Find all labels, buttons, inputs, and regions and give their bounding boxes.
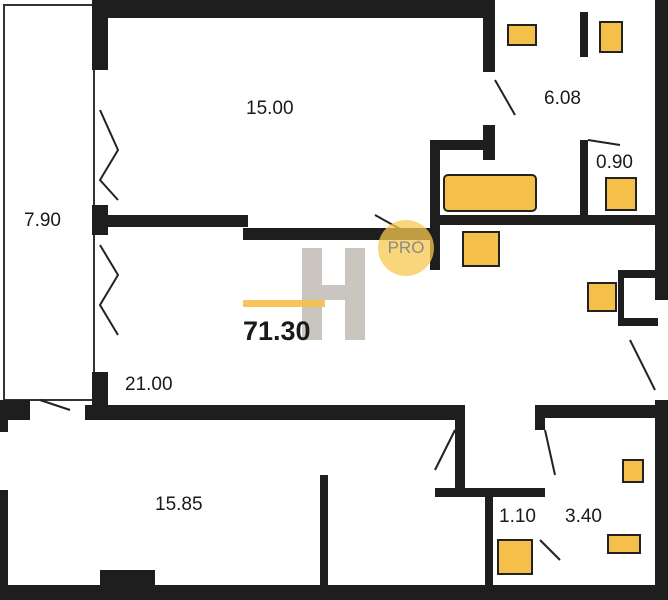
bathtub-icon [443,174,537,212]
sink-icon [587,282,617,312]
toilet-icon [607,534,641,554]
fixtures [443,21,644,575]
room-area-wc-small: 1.10 [499,506,536,527]
shower-icon [497,539,533,575]
shower-icon [605,177,637,211]
doors [39,79,656,561]
sink-icon [507,24,537,46]
room-area-wc-right: 3.40 [565,506,602,527]
room-area-bathroom: 6.08 [544,88,581,109]
balcony-outline [3,4,95,401]
toilet-icon [599,21,623,53]
stove-icon [462,231,500,267]
room-area-living: 21.00 [125,374,173,395]
room-area-bedroom: 15.00 [246,98,294,119]
sink-icon [622,459,644,483]
room-area-bottom: 15.85 [155,494,203,515]
accent-bar [243,300,325,307]
total-area: 71.30 [243,316,311,346]
room-area-balcony: 7.90 [24,210,61,231]
room-area-toilet: 0.90 [596,152,633,173]
logo-watermark [302,248,365,340]
pro-badge: PRO [378,220,434,276]
